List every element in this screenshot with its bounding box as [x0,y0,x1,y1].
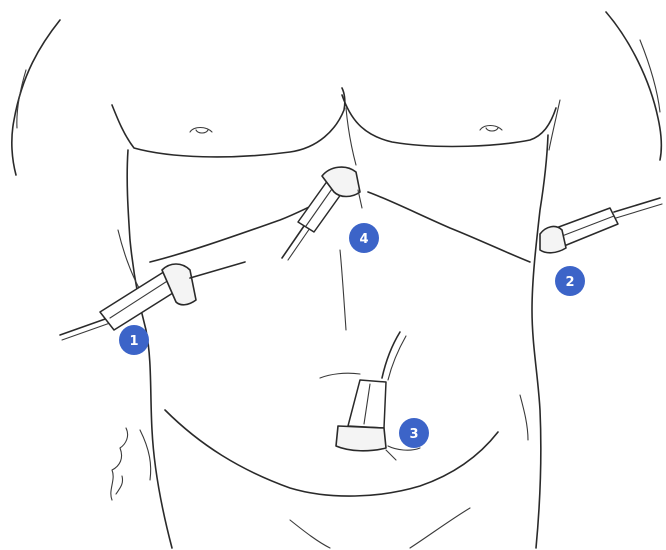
left-flank-inner [118,230,140,290]
right-lower-crease [520,395,528,440]
left-inguinal-line [290,520,330,548]
probe-1 [60,262,245,340]
right-flank [532,135,548,548]
right-flank-inner [549,100,560,150]
right-shoulder-crease [640,40,660,112]
sternum-line [346,108,356,165]
marker-1-label: 1 [129,334,138,349]
probe-2-handle [556,208,618,246]
right-nipple [480,126,502,132]
probe-2-cable [614,198,660,212]
marker-3: 3 [399,418,429,448]
probe-3-cable-2 [388,336,406,380]
probe-3-head [336,426,386,451]
probe-2 [540,198,662,253]
left-lower-crease [140,430,151,480]
probe-1-ray [190,262,245,278]
umbilicus-upper [320,373,360,378]
marker-1: 1 [119,325,149,355]
right-neck-line [606,12,661,160]
xiphoid-line [340,250,346,330]
marker-3-label: 3 [409,427,418,442]
marker-2-label: 2 [565,275,574,290]
right-pectoral-line [342,95,556,146]
probe-2-cable-2 [616,204,662,218]
right-costal-margin [368,192,530,262]
probe-3-beam [386,450,396,460]
signature-scribble [111,428,128,500]
lower-abdomen-curve [165,410,498,496]
marker-4-label: 4 [359,232,368,247]
marker-4: 4 [349,223,379,253]
right-inguinal-line [410,508,470,548]
artist-signature [111,428,128,500]
marker-2: 2 [555,266,585,296]
left-nipple [190,128,212,134]
probe-3 [336,332,406,460]
left-pectoral-line [112,88,345,157]
probe-2-head [540,227,566,253]
